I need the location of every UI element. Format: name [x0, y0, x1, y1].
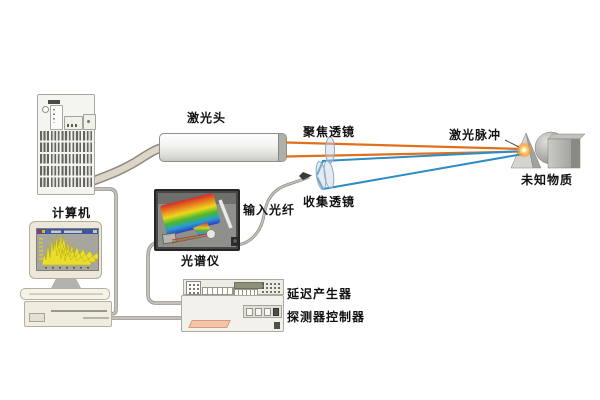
laser-umbilical-cable: [89, 143, 168, 185]
sample-box-edge: [571, 139, 580, 168]
psu-key-switch: [83, 114, 96, 130]
sample-box: [547, 138, 581, 169]
psu-key-dot: [87, 120, 90, 123]
label-input-fiber: 输入光纤: [243, 203, 296, 217]
label-spectrometer: 光谱仪: [181, 254, 221, 268]
collected-beam-lower: [316, 153, 524, 191]
front-button: [255, 307, 262, 316]
laser-pulse-leader-line: [504, 139, 520, 148]
laser-beam-upper: [285, 141, 524, 151]
fiber-input-knob: [232, 238, 238, 244]
label-collection-lens: 收集透镜: [303, 195, 356, 209]
front-switch: [274, 322, 280, 329]
psu-vent-grille: [40, 131, 93, 189]
sample-pyramid-right-face: [525, 132, 542, 169]
psu-module: [64, 116, 83, 130]
spectrum-screen-chart: [37, 229, 98, 269]
sample-sphere: [534, 131, 568, 165]
sample-box-top: [547, 133, 586, 140]
laser-beam-lower: [285, 150, 524, 158]
delay-generator-connector-block: [186, 281, 201, 295]
psu-control-panel: [50, 105, 63, 130]
psu-module-switches: [67, 124, 78, 127]
collected-beam-upper: [316, 150, 524, 176]
delay-generator-front-buttons: [243, 305, 282, 318]
sample-pyramid-left-face: [510, 132, 534, 169]
front-label-slot: [188, 320, 231, 328]
grating-mirror: [218, 199, 233, 229]
case-vent-slot: [83, 317, 109, 319]
laser-head-exit-cap: [278, 134, 286, 161]
delay-generator-front-panel: [181, 295, 284, 332]
collection-lens-doublet: [315, 160, 335, 190]
monitor-screen: [36, 228, 99, 271]
monitor-stand: [50, 279, 82, 290]
laser-umbilical-cable-outline: [88, 142, 169, 186]
label-computer: 计算机: [52, 206, 92, 220]
label-delay-generator: 延迟产生器: [287, 287, 353, 301]
fiber-tip: [299, 172, 312, 180]
label-laser-pulse: 激光脉冲: [449, 128, 502, 142]
spectrometer-device: [154, 189, 240, 251]
internal-red-ray: [171, 233, 208, 241]
psu-panel-dots: [53, 109, 55, 123]
unknown-sample-group: [510, 131, 586, 169]
plasma-spark-core: [522, 148, 526, 152]
delay-generator-top-panel: [183, 279, 284, 296]
delay-generator-bnc-grid: [260, 281, 282, 293]
front-button: [264, 307, 271, 316]
case-drive-slot: [51, 310, 107, 312]
laser-power-supply: [37, 94, 96, 195]
focusing-lens-element: [325, 136, 335, 164]
label-detector-controller: 探测器控制器: [287, 310, 366, 324]
keyboard-detail-line: [29, 293, 103, 295]
computer-keyboard: [20, 288, 110, 300]
label-laser-head: 激光头: [187, 111, 227, 125]
label-focusing-lens: 聚焦透镜: [303, 125, 356, 139]
internal-lens: [206, 229, 216, 239]
delay-generator-button-row: [202, 287, 234, 295]
psu-logo-badge: [48, 100, 60, 104]
plasma-spark: [516, 142, 532, 158]
case-power-button: [29, 313, 45, 322]
computer-monitor: [29, 221, 102, 279]
spectrometer-internals: [158, 193, 238, 247]
label-unknown-substance: 未知物质: [521, 173, 574, 187]
psu-indicator-led: [42, 106, 49, 113]
screen-x-axis-ticks: [45, 267, 89, 269]
laser-head-device: [159, 133, 287, 162]
front-button-dark: [273, 307, 279, 316]
front-button: [246, 307, 253, 316]
screen-y-axis-ticks: [39, 238, 43, 260]
computer-case: [24, 301, 112, 327]
spectrum-waterfall: [41, 234, 98, 266]
